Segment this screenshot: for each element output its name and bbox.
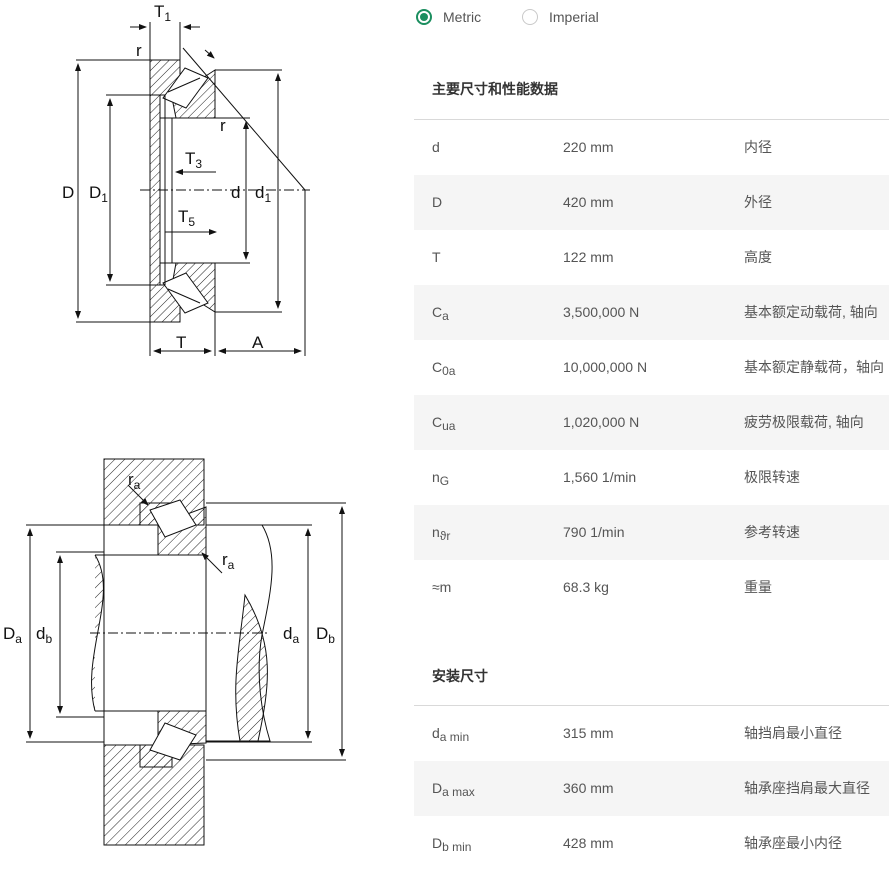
svg-text:db: db bbox=[36, 624, 52, 646]
table-row: T 122 mm 高度 bbox=[414, 230, 889, 285]
row-value: 68.3 kg bbox=[563, 579, 609, 595]
row-symbol: d bbox=[432, 139, 440, 155]
radio-imperial-label: Imperial bbox=[549, 9, 599, 25]
radio-imperial[interactable]: Imperial bbox=[522, 6, 599, 28]
row-description: 轴承座挡肩最大直径 bbox=[744, 780, 870, 796]
row-description: 重量 bbox=[744, 579, 772, 595]
main-dimensions-title: 主要尺寸和性能数据 bbox=[432, 81, 558, 97]
svg-text:T5: T5 bbox=[178, 207, 195, 229]
label-d: d bbox=[231, 183, 240, 202]
label-T: T bbox=[176, 333, 186, 352]
label-D1: D bbox=[89, 183, 101, 202]
svg-text:ra: ra bbox=[222, 550, 235, 572]
row-symbol: C0a bbox=[432, 359, 456, 378]
row-value: 220 mm bbox=[563, 139, 614, 155]
svg-text:d1: d1 bbox=[255, 183, 271, 205]
radio-metric[interactable]: Metric bbox=[416, 6, 481, 28]
row-value: 1,020,000 N bbox=[563, 414, 640, 430]
label-da: d bbox=[283, 624, 292, 643]
row-description: 内径 bbox=[744, 139, 772, 155]
row-description: 参考转速 bbox=[744, 524, 800, 540]
row-description: 轴挡肩最小直径 bbox=[744, 725, 842, 741]
row-symbol: T bbox=[432, 249, 441, 265]
row-symbol: D bbox=[432, 194, 443, 210]
row-symbol: Db min bbox=[432, 835, 472, 854]
row-symbol: da min bbox=[432, 725, 470, 744]
table-row: Ca 3,500,000 N 基本额定动载荷, 轴向 bbox=[414, 285, 889, 340]
table-row: D 420 mm 外径 bbox=[414, 175, 889, 230]
row-value: 420 mm bbox=[563, 194, 614, 210]
row-value: 428 mm bbox=[563, 835, 614, 851]
row-description: 轴承座最小内径 bbox=[744, 835, 842, 851]
bearing-dimension-drawing: T1 r r D D1 T3 T5 d d1 T A bbox=[62, 2, 310, 356]
label-d1: d bbox=[255, 183, 264, 202]
row-value: 790 1/min bbox=[563, 524, 625, 540]
label-D: D bbox=[62, 183, 74, 202]
svg-text:D1: D1 bbox=[89, 183, 108, 205]
table-row: nG 1,560 1/min 极限转速 bbox=[414, 450, 889, 505]
main-dimensions-table: d 220 mm 内径 D 420 mm 外径 T 122 mm 高度 Ca 3,500,000 N… bbox=[414, 119, 889, 615]
table-row: ≈m 68.3 kg 重量 bbox=[414, 560, 889, 615]
table-row: d 220 mm 内径 bbox=[414, 120, 889, 175]
row-symbol: Da max bbox=[432, 780, 475, 799]
label-ra-right: r bbox=[222, 550, 228, 569]
mounting-dimension-drawing: ra ra Da db da Db bbox=[3, 458, 346, 846]
table-row: nϑr 790 1/min 参考转速 bbox=[414, 505, 889, 560]
label-A: A bbox=[252, 333, 264, 352]
row-description: 极限转速 bbox=[744, 469, 800, 485]
row-description: 高度 bbox=[744, 249, 772, 265]
label-T1: T bbox=[154, 2, 164, 21]
label-Da: D bbox=[3, 624, 15, 643]
row-value: 122 mm bbox=[563, 249, 614, 265]
radio-unchecked-icon bbox=[522, 9, 538, 25]
svg-text:T3: T3 bbox=[185, 149, 202, 171]
label-T5: T bbox=[178, 207, 188, 226]
radio-metric-label: Metric bbox=[443, 9, 482, 25]
row-symbol: ≈m bbox=[432, 579, 452, 595]
row-description: 外径 bbox=[744, 194, 772, 210]
table-row: C0a 10,000,000 N 基本额定静载荷，轴向 bbox=[414, 340, 889, 395]
table-row: da min 315 mm 轴挡肩最小直径 bbox=[414, 706, 889, 761]
row-description: 基本额定动载荷, 轴向 bbox=[744, 304, 878, 320]
svg-text:da: da bbox=[283, 624, 299, 646]
table-row: Cua 1,020,000 N 疲劳极限载荷, 轴向 bbox=[414, 395, 889, 450]
label-r-left: r bbox=[136, 41, 142, 60]
row-symbol: nϑr bbox=[432, 524, 451, 543]
radio-checked-icon bbox=[416, 9, 432, 25]
row-value: 3,500,000 N bbox=[563, 304, 640, 320]
row-description: 疲劳极限载荷, 轴向 bbox=[744, 414, 864, 430]
table-row: Da max 360 mm 轴承座挡肩最大直径 bbox=[414, 761, 889, 816]
row-value: 315 mm bbox=[563, 725, 614, 741]
label-T3: T bbox=[185, 149, 195, 168]
svg-text:Da: Da bbox=[3, 624, 22, 646]
label-Db: D bbox=[316, 624, 328, 643]
label-r-right: r bbox=[220, 116, 226, 135]
svg-text:ra: ra bbox=[128, 470, 141, 492]
row-description: 基本额定静载荷，轴向 bbox=[744, 359, 884, 375]
row-value: 10,000,000 N bbox=[563, 359, 648, 375]
row-value: 360 mm bbox=[563, 780, 614, 796]
label-db: d bbox=[36, 624, 45, 643]
label-ra-top: r bbox=[128, 470, 134, 489]
row-symbol: Ca bbox=[432, 304, 449, 323]
svg-text:T1: T1 bbox=[154, 2, 171, 24]
mounting-dimensions-title: 安装尺寸 bbox=[432, 668, 488, 684]
row-value: 1,560 1/min bbox=[563, 469, 637, 485]
table-row: Db min 428 mm 轴承座最小内径 bbox=[414, 816, 889, 871]
mounting-dimensions-table: da min 315 mm 轴挡肩最小直径 Da max 360 mm 轴承座挡肩最大直径… bbox=[414, 705, 889, 871]
row-symbol: nG bbox=[432, 469, 450, 488]
row-symbol: Cua bbox=[432, 414, 456, 433]
svg-text:Db: Db bbox=[316, 624, 335, 646]
